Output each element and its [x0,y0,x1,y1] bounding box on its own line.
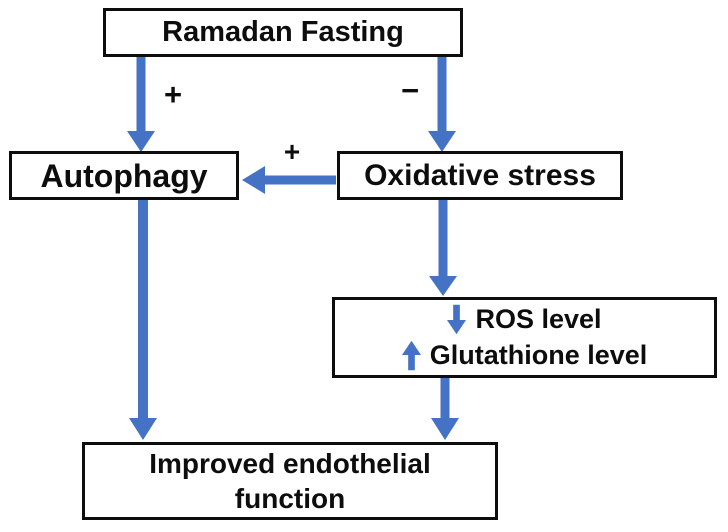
node-outcome-label: Improved endothelial function [149,448,431,514]
arrow-fasting-to-oxidative [428,57,456,152]
arrow-oxidative-to-levels [429,200,457,296]
up-arrow-icon [401,340,421,371]
edge-sign-fasting-autophagy: + [163,77,183,112]
arrow-oxidative-to-autophagy [242,166,336,194]
node-oxidative-stress-label: Oxidative stress [364,158,596,192]
ros-level-line: ROS level [447,303,602,337]
down-arrow-icon [447,304,467,335]
node-autophagy-label: Autophagy [40,157,208,194]
glutathione-level-line: Glutathione level [401,339,648,373]
arrow-autophagy-to-outcome [129,200,157,440]
node-autophagy: Autophagy [9,151,239,200]
arrow-levels-to-outcome [431,378,459,440]
edge-sign-oxidative-autophagy: + [283,136,301,167]
node-ramadan-fasting: Ramadan Fasting [103,8,463,57]
node-levels: ROS level Glutathione level [332,297,717,378]
edge-sign-fasting-oxidative: − [400,73,420,108]
node-oxidative-stress: Oxidative stress [337,151,623,200]
node-outcome: Improved endothelial function [82,442,498,520]
glutathione-level-label: Glutathione level [429,339,648,370]
ros-level-label: ROS level [475,303,602,334]
arrow-fasting-to-autophagy [127,57,155,152]
node-ramadan-fasting-label: Ramadan Fasting [162,16,404,49]
